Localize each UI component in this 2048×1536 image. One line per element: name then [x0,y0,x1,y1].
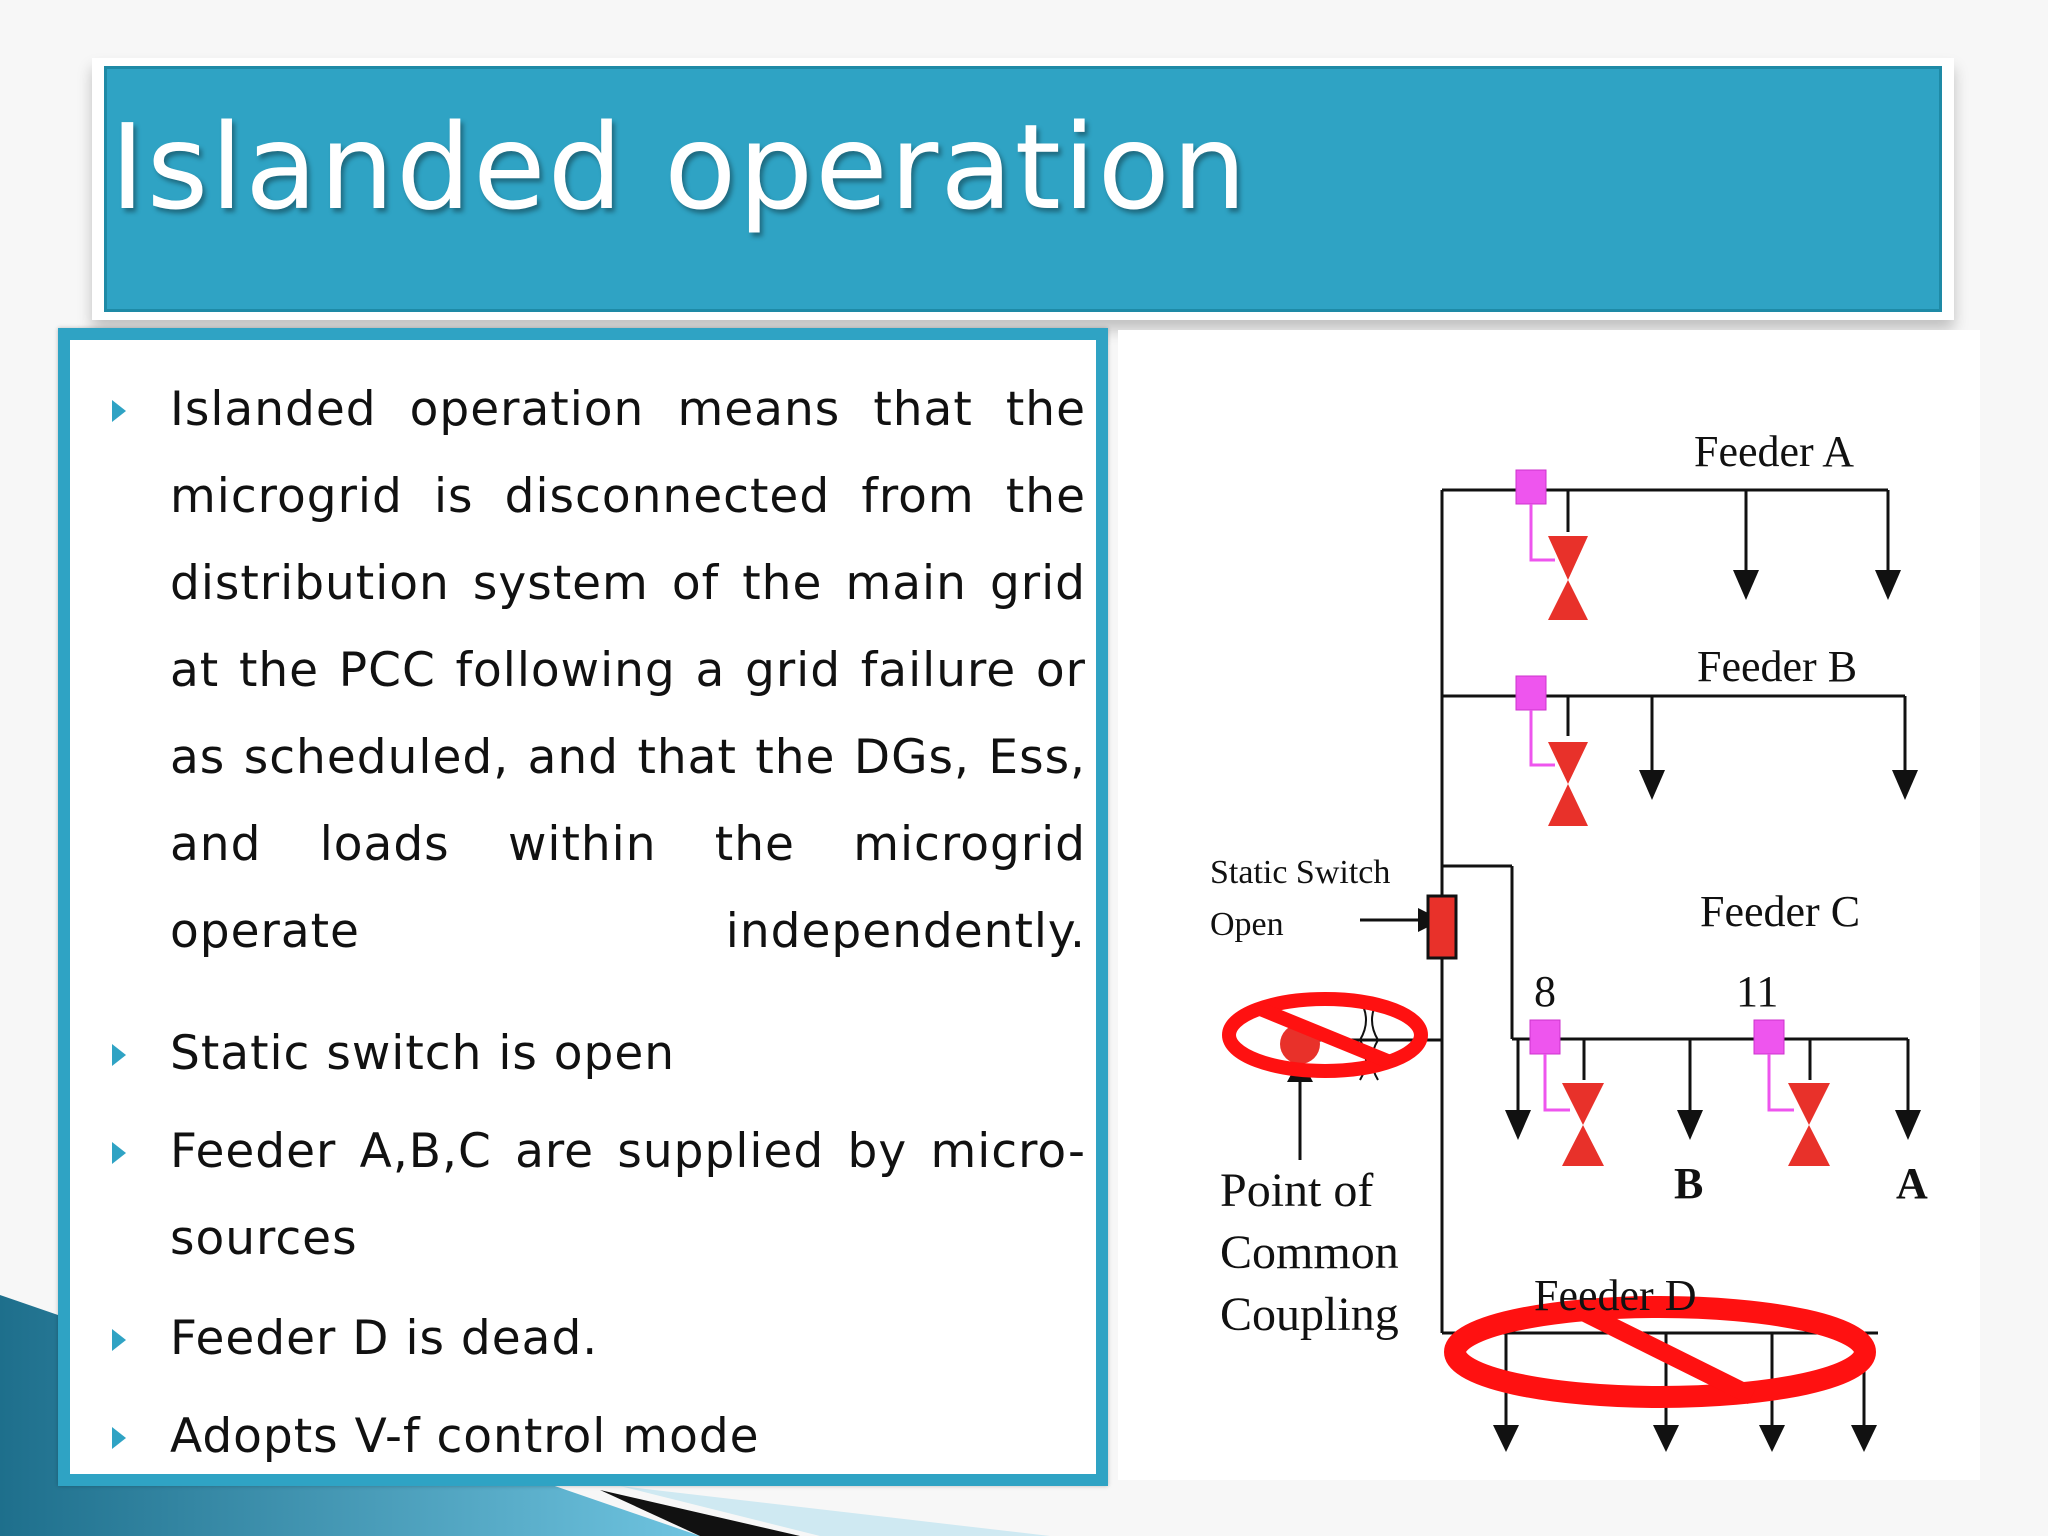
bullet-text: Static switch is open [170,1026,676,1081]
bullet-text: Feeder A,B,C are supplied by micro-sourc… [170,1124,1086,1266]
title-frame [92,58,1954,320]
triangle-right-icon [112,1329,126,1351]
text-box-inner: Islanded operation means that the microg… [68,338,1098,1476]
triangle-right-icon [112,1142,126,1164]
feeder-c-label: Feeder C [1700,887,1860,936]
static-switch-icon [1426,894,1458,960]
static-switch-open-label: Open [1210,906,1284,943]
bullet-text: Feeder D is dead. [170,1311,599,1366]
label-b: B [1674,1159,1703,1208]
bullet-text: Adopts V-f control mode [170,1409,760,1464]
microgrid-diagram: Feeder A Feeder B Feeder C Feeder D Stat… [1118,330,1980,1480]
bullet-item: Feeder A,B,C are supplied by micro-sourc… [112,1108,1086,1282]
triangle-right-icon [112,400,126,422]
bullet-item: Static switch is open [112,1010,1086,1097]
feeder-a-label: Feeder A [1694,427,1854,476]
title-bar [104,66,1942,312]
feeder-b-label: Feeder B [1697,642,1857,691]
pcc-label-line1: Point of [1220,1164,1373,1217]
bullet-item: Islanded operation means that the microg… [112,366,1086,975]
bullet-text: Islanded operation means that the microg… [170,382,1086,959]
feeder-d-no-sign-icon [1444,1296,1876,1408]
pcc-no-sign-icon [1222,992,1428,1081]
source-icons [1548,536,1830,1166]
bus-11-label: 11 [1736,967,1778,1016]
pcc-label-line2: Common [1220,1226,1399,1279]
pcc-label-line3: Coupling [1220,1288,1399,1341]
label-a: A [1896,1159,1928,1208]
triangle-right-icon [112,1044,126,1066]
text-box: Islanded operation means that the microg… [58,328,1108,1486]
bullet-item: Feeder D is dead. [112,1295,1086,1382]
breaker-links [1529,504,1794,1112]
triangle-right-icon [112,1427,126,1449]
static-switch-label: Static Switch [1210,854,1390,891]
diagram-background [1118,330,1980,1480]
slide-title: Islanded operation [110,98,1249,236]
bus-8-label: 8 [1534,967,1556,1016]
feeder-d-label: Feeder D [1534,1271,1697,1320]
bullet-list: Islanded operation means that the microg… [70,340,1096,1474]
bullet-item: Adopts V-f control mode [112,1393,1086,1480]
diagram-labels: Feeder A Feeder B Feeder C Feeder D Stat… [1210,427,1928,1341]
